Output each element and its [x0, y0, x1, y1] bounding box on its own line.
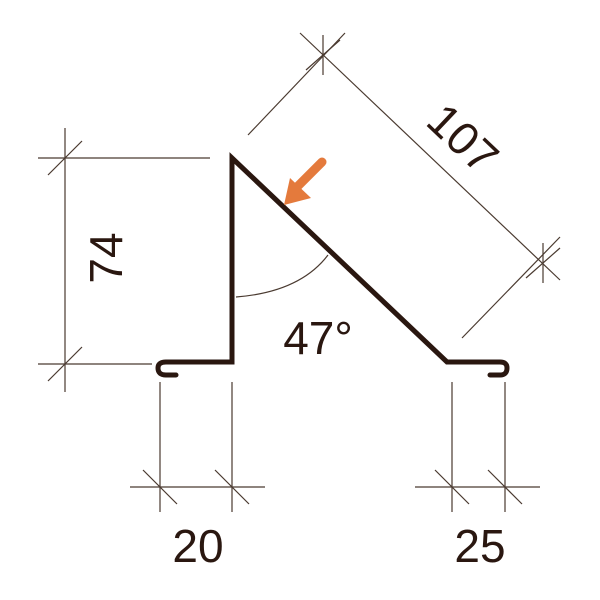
arrow-down-left-icon: [284, 157, 327, 205]
left-flange-dimension: 20: [130, 382, 265, 572]
height-dimension: 74: [38, 128, 210, 392]
right-flange-dimension: 25: [415, 382, 540, 572]
angle-indicator: 47°: [235, 254, 353, 364]
profile-shape: [155, 152, 510, 378]
slope-label: 107: [417, 93, 508, 184]
right-flange-label: 25: [454, 520, 505, 572]
left-flange-label: 20: [172, 520, 223, 572]
height-label: 74: [80, 232, 132, 283]
angle-label: 47°: [283, 312, 353, 364]
